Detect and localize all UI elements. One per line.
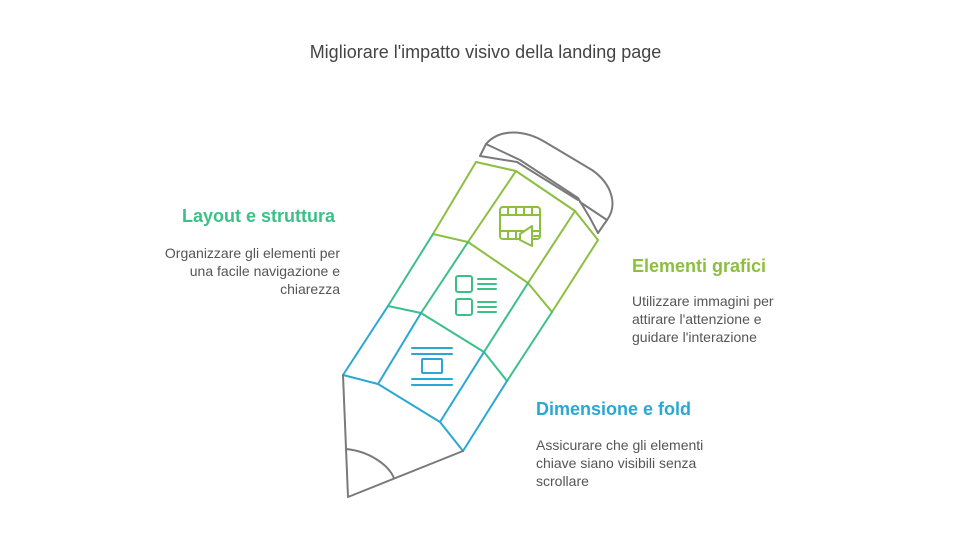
media-megaphone-icon [499,206,541,247]
fold-frame-icon [411,347,453,386]
grafici-band [432,161,599,313]
pencil-tip [342,374,464,498]
layout-heading: Layout e struttura [181,206,335,226]
fold-description: Assicurare che gli elementi chiave siano… [536,437,704,489]
layout-band [387,233,553,382]
layout-list-icon [455,275,497,316]
grafici-description: Utilizzare immagini per attirare l'atten… [632,293,774,345]
fold-band [342,305,508,452]
fold-heading: Dimensione e fold [536,399,692,419]
grafici-heading: Elementi grafici [632,256,767,276]
pencil-eraser [479,131,614,234]
layout-description: Organizzare gli elementi per una facile … [164,245,340,297]
diagram-title: Migliorare l'impatto visivo della landin… [309,42,662,62]
